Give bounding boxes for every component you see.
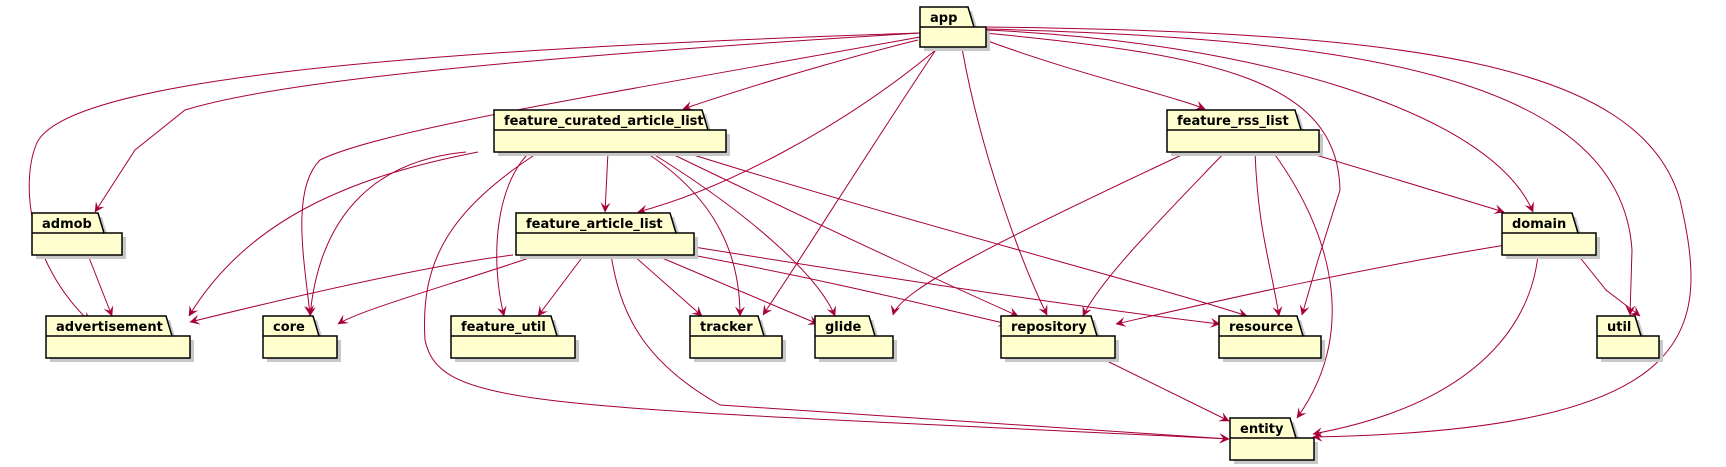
package-core: core <box>262 315 341 362</box>
package-label: util <box>1607 320 1631 335</box>
dependency-arrow-feature_curated_article_list-to-core <box>305 151 467 317</box>
package-repository: repository <box>1000 315 1119 362</box>
dependency-arrow-admob-to-advertisement <box>87 254 114 317</box>
package-feature_article_list: feature_article_list <box>515 212 698 259</box>
dependency-arrow-feature_rss_list-to-repository <box>1082 151 1226 317</box>
package-feature_rss_list: feature_rss_list <box>1166 109 1323 156</box>
package-box <box>493 109 727 153</box>
package-label: domain <box>1512 217 1566 232</box>
dependency-arrow-feature_curated_article_list-to-feature_util <box>496 151 531 317</box>
dependency-arrow-feature_curated_article_list-to-glide <box>649 151 836 317</box>
packages: app feature_curated_article_list feature_r… <box>31 6 1663 464</box>
package-box <box>689 315 783 359</box>
package-label: admob <box>42 217 92 232</box>
package-box <box>450 315 576 359</box>
package-box <box>515 212 695 256</box>
package-label: feature_rss_list <box>1177 114 1289 129</box>
dependency-arrow-app-to-repository <box>961 47 1048 316</box>
package-box <box>1229 417 1315 461</box>
package-label: advertisement <box>56 320 163 335</box>
dependency-arrow-feature_article_list-to-entity <box>610 254 1230 444</box>
dependency-arrow-feature_rss_list-to-entity <box>1272 151 1333 419</box>
dependency-arrow-app-to-tracker <box>762 47 938 316</box>
dependency-arrow-feature_article_list-to-tracker <box>632 254 703 317</box>
package-feature_curated_article_list: feature_curated_article_list <box>493 109 730 156</box>
dependency-arrow-app-to-domain <box>985 29 1534 213</box>
package-box <box>45 315 191 359</box>
dependency-arrow-feature_rss_list-to-domain <box>1305 151 1505 215</box>
package-label: tracker <box>700 320 753 335</box>
dependency-arrow-app-to-util <box>985 28 1636 316</box>
package-label: app <box>930 11 957 26</box>
dependency-arrow-feature_article_list-to-glide <box>654 254 819 325</box>
dependency-arrow-domain-to-util <box>1577 254 1641 317</box>
package-tracker: tracker <box>689 315 786 362</box>
dependency-arrow-domain-to-entity <box>1312 254 1539 438</box>
dependency-arrows <box>28 26 1692 444</box>
dependency-arrow-feature_rss_list-to-resource <box>1254 151 1283 317</box>
package-label: feature_util <box>461 320 546 335</box>
dependency-arrow-app-to-feature_curated_article_list <box>682 39 919 111</box>
dependency-arrow-app-to-feature_rss_list <box>984 39 1206 111</box>
dependency-arrow-feature_curated_article_list-to-feature_article_list <box>600 151 611 213</box>
package-util: util <box>1596 315 1663 362</box>
dependency-arrow-feature_article_list-to-repository <box>691 254 1009 327</box>
dependency-arrow-feature_article_list-to-advertisement <box>189 254 514 325</box>
dependency-arrow-feature_curated_article_list-to-tracker <box>644 151 745 317</box>
package-box <box>1000 315 1116 359</box>
dependency-arrow-repository-to-entity <box>1100 357 1230 422</box>
dependency-arrow-feature_curated_article_list-to-entity <box>423 151 1230 444</box>
package-label: feature_curated_article_list <box>504 114 704 129</box>
package-glide: glide <box>814 315 897 362</box>
package-label: glide <box>825 320 862 335</box>
package-entity: entity <box>1229 417 1318 464</box>
dependency-arrow-app-to-resource <box>984 32 1341 316</box>
package-app: app <box>919 6 990 51</box>
package-box <box>262 315 338 359</box>
dependency-arrow-feature_article_list-to-core <box>337 254 539 325</box>
dependency-arrow-app-to-core <box>301 36 921 316</box>
package-box <box>1218 315 1322 359</box>
package-admob: admob <box>31 212 126 259</box>
package-box <box>1596 315 1660 359</box>
dependency-arrow-app-to-feature_article_list <box>637 47 939 215</box>
dependency-arrow-domain-to-repository <box>1115 243 1513 327</box>
dependency-arrow-app-to-entity <box>985 26 1692 442</box>
package-label: core <box>273 320 305 335</box>
package-advertisement: advertisement <box>45 315 194 362</box>
package-label: repository <box>1011 320 1087 335</box>
dependency-arrow-feature_curated_article_list-to-repository <box>667 151 1019 317</box>
package-label: resource <box>1229 320 1293 335</box>
dependency-arrow-feature_curated_article_list-to-advertisement <box>188 151 479 317</box>
dependency-arrow-feature_curated_article_list-to-resource <box>683 151 1248 318</box>
package-resource: resource <box>1218 315 1325 362</box>
dependency-arrow-feature_rss_list-to-glide <box>890 151 1189 316</box>
package-label: entity <box>1240 422 1284 437</box>
package-box <box>1501 212 1597 256</box>
package-box <box>1166 109 1320 153</box>
dependency-arrow-feature_article_list-to-resource <box>693 246 1221 328</box>
dependency-arrow-app-to-admob <box>94 32 921 213</box>
package-domain: domain <box>1501 212 1600 259</box>
dependency-arrow-feature_article_list-to-feature_util <box>537 254 585 317</box>
package-box <box>814 315 894 359</box>
package-feature_util: feature_util <box>450 315 579 362</box>
package-box <box>31 212 123 256</box>
package-label: feature_article_list <box>526 217 663 232</box>
